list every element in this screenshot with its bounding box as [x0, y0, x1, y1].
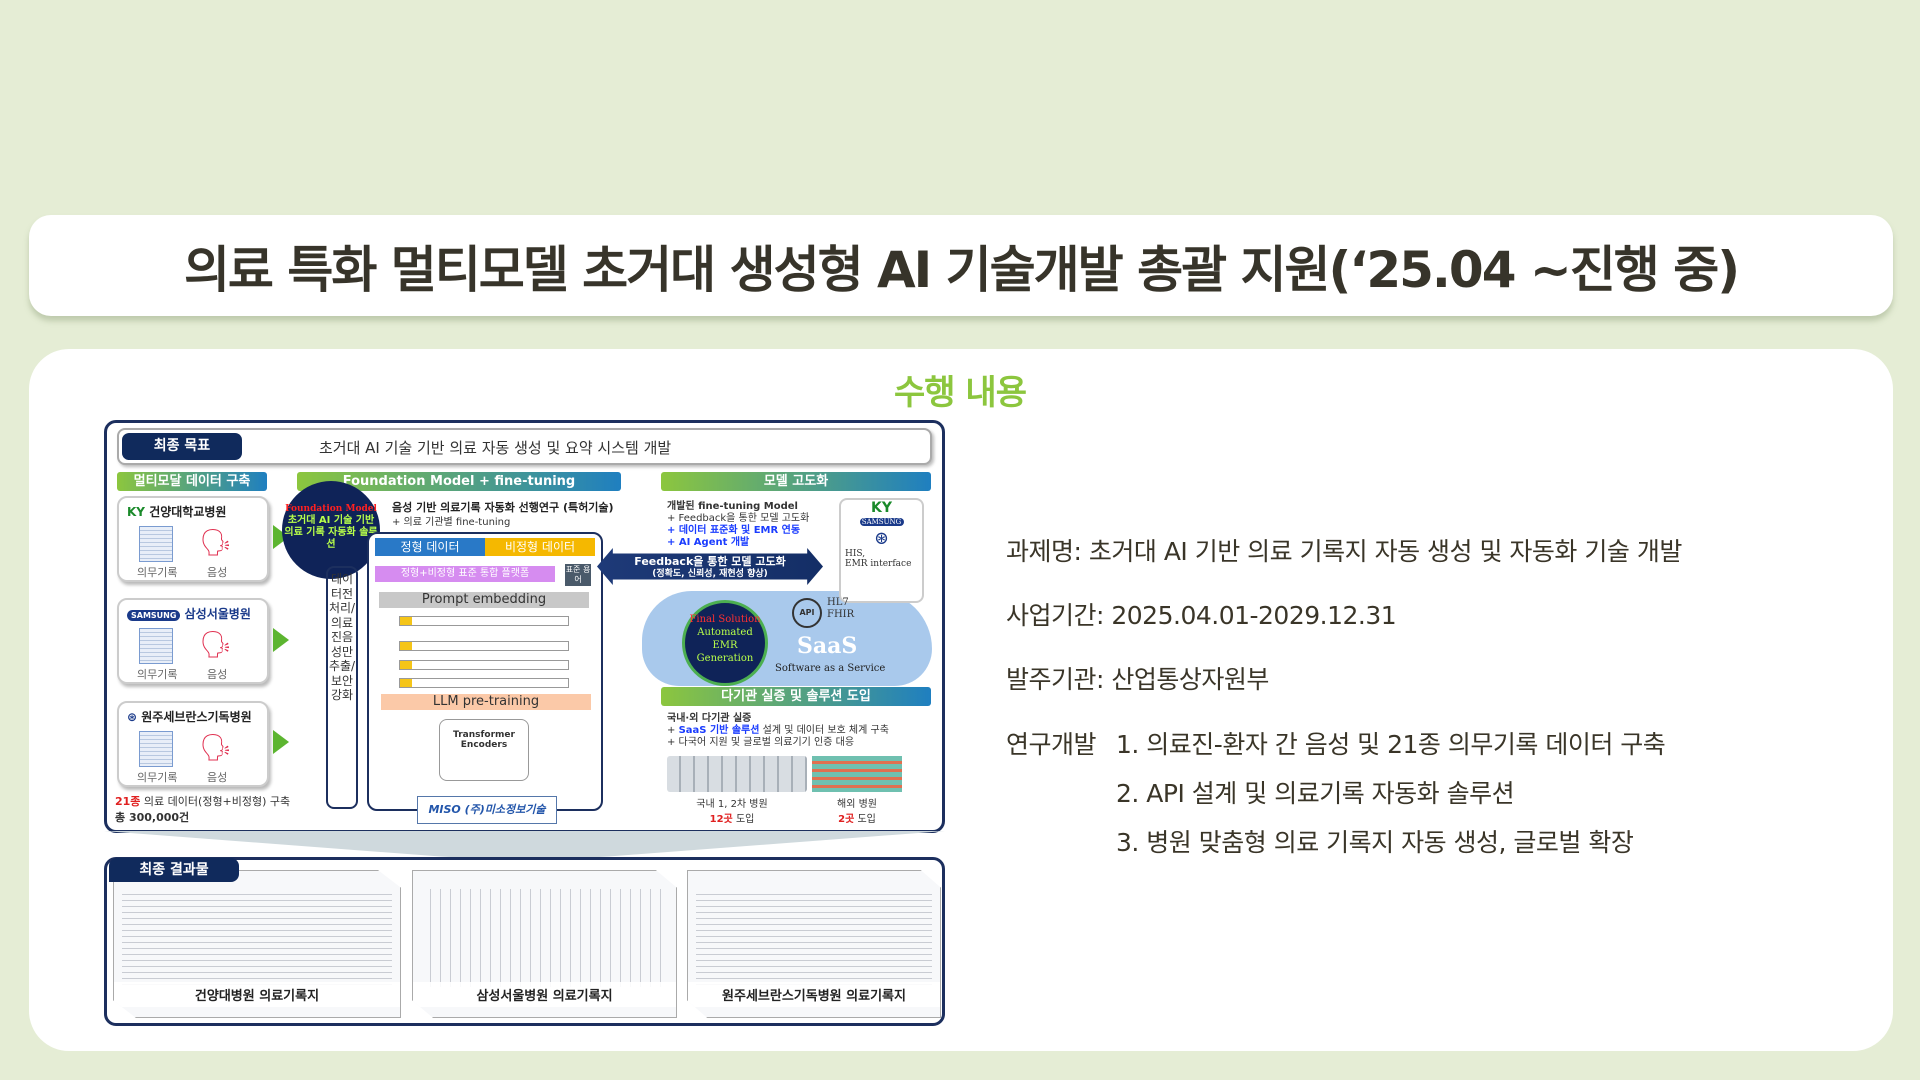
header-deploy: 다기관 실증 및 솔루션 도입	[661, 687, 931, 706]
arrow-right-icon	[273, 730, 289, 754]
domestic-hospitals-icon	[667, 756, 807, 792]
hospital-card: KY 건양대학교병원 🗣 의무기록 음성	[117, 496, 269, 582]
result-thumbnail[interactable]: 원주세브란스기독병원 의료기록지	[687, 870, 941, 1018]
prompt-row	[399, 660, 569, 670]
hospital-name: 삼성서울병원	[184, 607, 251, 621]
final-solution-circle: Final Solution Automated EMR Generation	[682, 600, 768, 686]
section-title: 수행 내용	[894, 373, 1027, 413]
document-icon	[139, 628, 173, 664]
voice-icon: 🗣	[199, 528, 233, 558]
foundation-box: 정형 데이터 비정형 데이터 정형+비정형 표준 통합 플랫폼 표준 용어 Pr…	[367, 532, 603, 811]
page-title: 의료 특화 멀티모델 초거대 생성형 AI 기술개발 총괄 지원(‘25.04 …	[183, 240, 1740, 299]
document-icon	[139, 731, 173, 767]
final-results: 건양대병원 의료기록지 삼성서울병원 의료기록지 원주세브란스기독병원 의료기록…	[104, 857, 945, 1026]
hospital-name: 건양대학교병원	[149, 505, 227, 519]
header-foundation: Foundation Model + fine-tuning	[297, 472, 621, 491]
platform-bar: 정형+비정형 표준 통합 플랫폼	[375, 566, 555, 582]
result-thumbnail[interactable]: 건양대병원 의료기록지	[113, 870, 401, 1018]
hospital-name: 원주세브란스기독병원	[141, 710, 252, 724]
rd-item: 2. API 설계 및 의료기록 자동화 솔루션	[1116, 779, 1515, 808]
data-summary: 21종 의료 데이터(정형+비정형) 구축 총 300,000건	[115, 795, 291, 824]
api-gear-icon: API	[792, 598, 822, 628]
title-card: 의료 특화 멀티모델 초거대 생성형 AI 기술개발 총괄 지원(‘25.04 …	[29, 215, 1893, 316]
header-advance: 모델 고도화	[661, 472, 931, 491]
voice-label: 음성	[207, 566, 228, 579]
foundation-model-circle: Foundation Model 초거대 AI 기술 기반 의료 기록 자동화 …	[282, 481, 380, 579]
miso-logo: MISO (주)미소정보기술	[417, 796, 557, 824]
overseas-hospitals-icon	[812, 756, 902, 792]
deploy-list: 국내·외 다기관 실증 + SaaS 기반 솔루션 설계 및 데이터 보호 체계…	[667, 713, 889, 748]
unstructured-data: 비정형 데이터	[485, 538, 595, 556]
prompt-embedding: Prompt embedding	[379, 592, 589, 608]
std-terms: 표준 용어	[565, 564, 591, 586]
prompt-row	[399, 678, 569, 688]
saas-sub: Software as a Service	[775, 663, 886, 674]
hospital-card: ⊛ 원주세브란스기독병원 🗣 의무기록 음성	[117, 701, 269, 787]
voice-label: 음성	[207, 668, 228, 681]
prompt-row	[399, 616, 569, 626]
feedback-arrow: Feedback을 통한 모델 고도화 (정확도, 신뢰성, 재현성 향상)	[597, 548, 823, 585]
doc-label: 의무기록	[137, 668, 178, 681]
llm-pretraining: LLM pre-training	[381, 694, 591, 710]
voice-icon: 🗣	[199, 630, 233, 660]
system-diagram: 최종 목표 초거대 AI 기술 기반 의료 자동 생성 및 요약 시스템 개발 …	[104, 420, 945, 833]
transformer-encoders: Transformer Encoders	[439, 719, 529, 781]
goal-bar: 최종 목표 초거대 AI 기술 기반 의료 자동 생성 및 요약 시스템 개발	[117, 428, 932, 465]
ky-logo: KY	[127, 505, 145, 519]
research-sub: + 의료 기관별 fine-tuning	[392, 517, 511, 528]
goal-text: 초거대 AI 기술 기반 의료 자동 생성 및 요약 시스템 개발	[319, 439, 672, 457]
results-label: 최종 결과물	[109, 858, 239, 882]
rd-item: 1. 의료진-환자 간 음성 및 21종 의무기록 데이터 구축	[1116, 730, 1666, 759]
document-icon	[139, 526, 173, 562]
prompt-row	[399, 641, 569, 651]
seal-icon: ⊛	[873, 528, 890, 549]
ordering-agency: 발주기관: 산업통상자원부	[1006, 665, 1269, 694]
rd-label: 연구개발	[1006, 730, 1097, 759]
seal-icon: ⊛	[127, 710, 138, 724]
doc-label: 의무기록	[137, 771, 178, 784]
header-data: 멀티모달 데이터 구축	[117, 472, 267, 491]
rd-item: 3. 병원 맞춤형 의료 기록지 자동 생성, 글로벌 확장	[1116, 828, 1634, 857]
partner-logos: KY SAMSUNG ⊛ HIS, EMR interface	[839, 498, 924, 603]
samsung-logo: SAMSUNG	[127, 610, 181, 621]
arrow-right-icon	[273, 628, 289, 652]
structured-data: 정형 데이터	[375, 538, 485, 556]
voice-label: 음성	[207, 771, 228, 784]
voice-icon: 🗣	[199, 733, 233, 763]
result-thumbnail[interactable]: 삼성서울병원 의료기록지	[412, 870, 677, 1018]
doc-label: 의무기록	[137, 566, 178, 579]
hospital-card: SAMSUNG 삼성서울병원 🗣 의무기록 음성	[117, 598, 269, 684]
research-title: 음성 기반 의료기록 자동화 선행연구 (특허기술)	[392, 501, 614, 514]
goal-label: 최종 목표	[122, 433, 242, 460]
project-name: 과제명: 초거대 AI 기반 의료 기록지 자동 생성 및 자동화 기술 개발	[1006, 537, 1682, 566]
preprocess-box: 데이터전처리/의료진음성만추출/보안강화	[326, 566, 358, 809]
saas-label: SaaS	[797, 633, 858, 659]
project-period: 사업기간: 2025.04.01-2029.12.31	[1006, 601, 1397, 630]
advance-list: 개발된 fine-tuning Model + Feedback을 통한 모델 …	[667, 501, 810, 548]
